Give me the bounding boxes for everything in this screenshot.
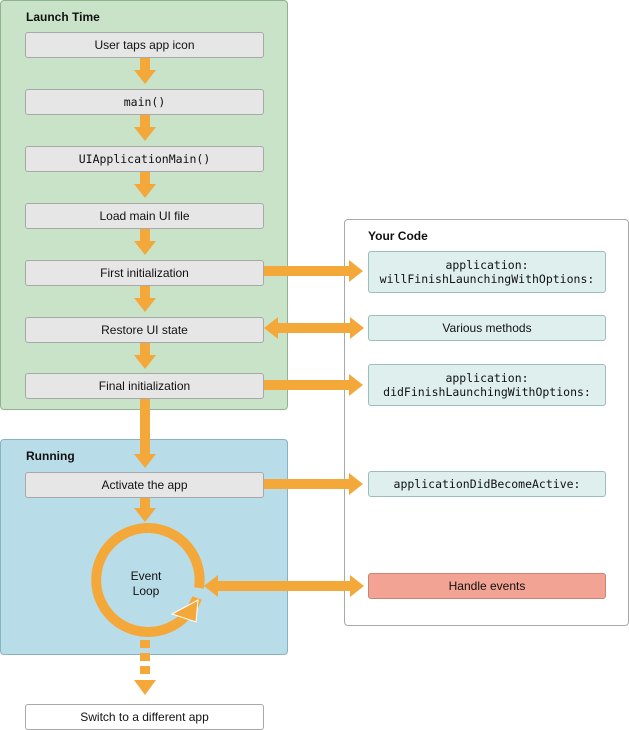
step-load-main-ui-file: Load main UI file bbox=[25, 203, 264, 229]
event-loop-label: Event Loop bbox=[116, 569, 176, 599]
code-will-finish-line2: willFinishLaunchingWithOptions: bbox=[379, 272, 595, 286]
step-main: main() bbox=[25, 89, 264, 115]
arrow-down-2 bbox=[134, 115, 156, 141]
code-did-finish-line2: didFinishLaunchingWithOptions: bbox=[383, 385, 591, 399]
arrow-both-events bbox=[204, 575, 364, 597]
step-activate-the-app: Activate the app bbox=[25, 472, 264, 498]
launch-time-title: Launch Time bbox=[26, 10, 100, 24]
arrow-down-4 bbox=[134, 229, 156, 255]
arrow-both-restore bbox=[264, 317, 364, 339]
code-various-methods: Various methods bbox=[368, 315, 606, 341]
arrow-right-final-init bbox=[263, 374, 363, 396]
arrow-down-1 bbox=[134, 58, 156, 84]
running-title: Running bbox=[26, 449, 75, 463]
code-did-become-active: applicationDidBecomeActive: bbox=[368, 471, 606, 497]
code-will-finish-line1: application: bbox=[445, 258, 529, 272]
step-uiapplicationmain: UIApplicationMain() bbox=[25, 146, 264, 172]
event-loop-line2: Loop bbox=[132, 584, 160, 598]
your-code-title: Your Code bbox=[368, 229, 428, 243]
event-loop-line1: Event bbox=[130, 569, 162, 583]
code-will-finish-launching: application: willFinishLaunchingWithOpti… bbox=[368, 251, 606, 293]
step-restore-ui-state: Restore UI state bbox=[25, 317, 264, 343]
code-did-finish-launching: application: didFinishLaunchingWithOptio… bbox=[368, 364, 606, 406]
step-user-taps-app-icon: User taps app icon bbox=[25, 32, 264, 58]
event-loop-ring bbox=[91, 522, 205, 637]
step-final-initialization: Final initialization bbox=[25, 373, 264, 399]
arrow-down-6 bbox=[134, 343, 156, 369]
arrow-down-3 bbox=[134, 172, 156, 198]
arrow-dashed-switch bbox=[134, 640, 156, 695]
arrow-down-7 bbox=[134, 399, 156, 468]
arrow-down-5 bbox=[134, 286, 156, 312]
code-did-finish-line1: application: bbox=[445, 371, 529, 385]
code-handle-events: Handle events bbox=[368, 573, 606, 599]
arrow-right-activate bbox=[263, 473, 363, 495]
step-switch-app: Switch to a different app bbox=[25, 704, 264, 730]
step-first-initialization: First initialization bbox=[25, 260, 264, 286]
arrow-down-8 bbox=[134, 498, 156, 522]
arrow-right-first-init bbox=[263, 260, 363, 282]
